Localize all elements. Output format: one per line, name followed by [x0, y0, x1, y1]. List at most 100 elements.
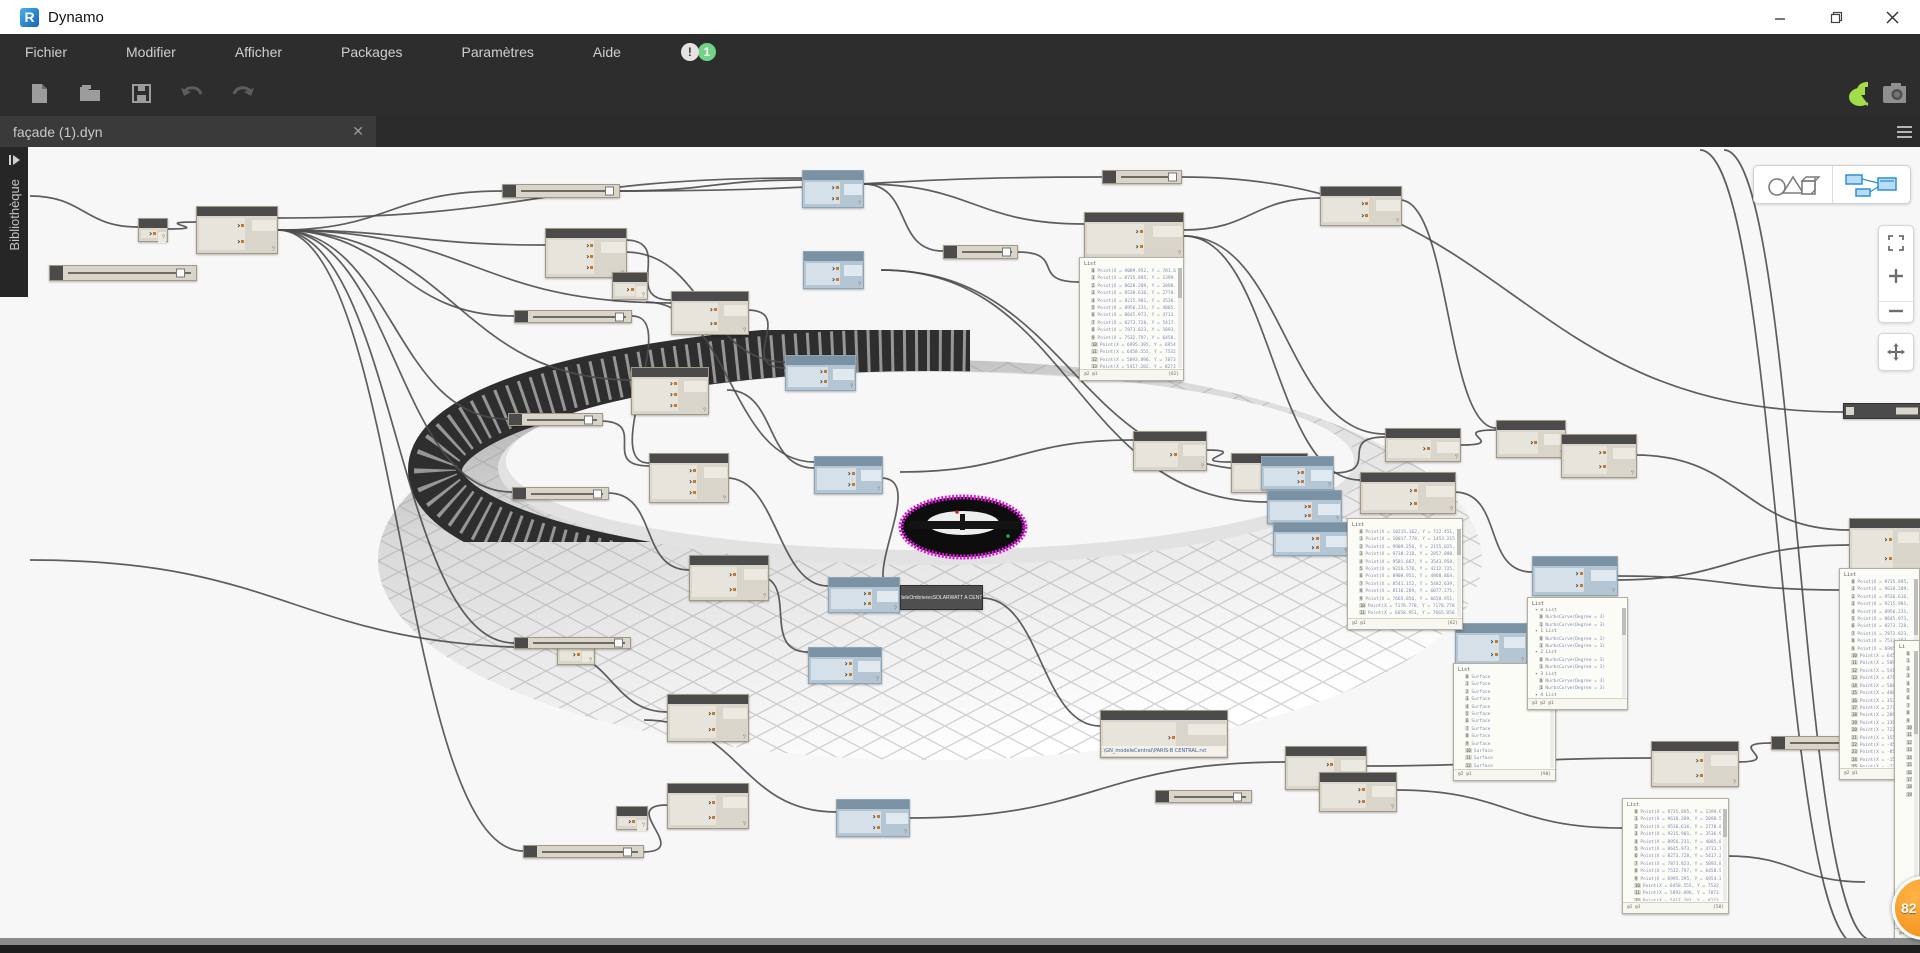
output-port[interactable]	[1425, 486, 1454, 497]
graph-node-frozen[interactable]: ›› ?	[803, 251, 864, 289]
watch-scrollbar[interactable]	[1914, 651, 1918, 927]
number-slider-node[interactable]	[943, 245, 1018, 259]
input-port[interactable]: ›	[839, 823, 881, 832]
input-port[interactable]: ›	[1276, 534, 1320, 543]
input-port[interactable]: ›	[1564, 449, 1607, 457]
pan-button[interactable]	[1879, 343, 1913, 361]
node-header[interactable]	[632, 368, 708, 377]
node-header[interactable]	[1850, 519, 1920, 528]
cloud-download-button[interactable]	[1844, 81, 1868, 106]
input-port[interactable]: ›	[1264, 468, 1305, 477]
input-port[interactable]: ›	[692, 585, 737, 594]
graph-node[interactable]: ››› ?	[649, 453, 729, 503]
input-port[interactable]: ›	[1388, 445, 1431, 453]
output-port[interactable]	[1543, 434, 1564, 445]
node-header[interactable]	[1101, 711, 1227, 720]
node-header[interactable]	[672, 292, 748, 301]
number-slider-node[interactable]	[508, 413, 603, 426]
output-port[interactable]	[601, 242, 625, 253]
output-port[interactable]	[637, 820, 646, 831]
graph-node[interactable]: › ?	[1133, 431, 1207, 471]
slider-handle[interactable]	[622, 847, 632, 856]
node-header[interactable]	[1320, 773, 1396, 782]
geometry-view-button[interactable]	[1754, 166, 1833, 203]
menu-fichier[interactable]: Fichier	[25, 44, 68, 60]
graph-node[interactable]: ›› ?	[689, 555, 769, 601]
node-header[interactable]	[803, 171, 863, 180]
node-header[interactable]	[1386, 429, 1460, 438]
output-port[interactable]	[1188, 724, 1226, 735]
output-port[interactable]	[1310, 470, 1332, 481]
number-slider-node[interactable]	[514, 637, 631, 649]
fit-to-screen-button[interactable]	[1879, 234, 1913, 251]
output-port[interactable]	[886, 813, 908, 824]
output-port[interactable]	[723, 708, 747, 719]
undo-button[interactable]	[180, 81, 204, 105]
output-port[interactable]	[1711, 755, 1737, 766]
watch-scrollbar[interactable]	[1723, 809, 1727, 901]
watch-scrollbar[interactable]	[1622, 608, 1626, 697]
tab-menu-button[interactable]	[1897, 125, 1912, 138]
input-port[interactable]: ›	[1087, 242, 1144, 251]
node-header[interactable]	[690, 556, 768, 565]
node-header[interactable]	[1134, 432, 1206, 441]
input-port[interactable]: ›	[634, 390, 678, 399]
number-slider-node[interactable]	[512, 487, 609, 500]
input-port[interactable]: ›	[674, 306, 718, 314]
node-header[interactable]	[1562, 435, 1636, 444]
graph-view-button[interactable]	[1833, 166, 1911, 203]
input-port[interactable]: ›	[788, 378, 828, 386]
input-port[interactable]: ›	[1458, 650, 1499, 659]
library-panel-collapsed[interactable]: Bibliothèque	[0, 147, 28, 297]
graph-node-frozen[interactable]: ›› ?	[785, 355, 856, 391]
node-header[interactable]	[829, 578, 899, 587]
input-port[interactable]: ›	[1264, 477, 1305, 486]
graph-node[interactable]: › ?	[612, 272, 648, 300]
input-port[interactable]: ›	[560, 651, 581, 659]
graph-node[interactable]: ›› ?	[667, 783, 749, 829]
output-port[interactable]	[833, 369, 854, 380]
graph-node[interactable]: ›› ?	[667, 694, 749, 742]
graph-node[interactable]: ›› ?	[1651, 741, 1739, 787]
input-port[interactable]: ›	[839, 812, 881, 821]
save-file-button[interactable]	[129, 81, 153, 105]
menu-modifier[interactable]: Modifier	[126, 44, 176, 60]
camera-export-button[interactable]	[1882, 81, 1906, 105]
output-port[interactable]	[157, 232, 166, 243]
graph-node[interactable]: ›› ?	[671, 291, 749, 335]
bar-port[interactable]	[1846, 407, 1854, 415]
graph-node-frozen[interactable]: ›› ?	[1267, 490, 1342, 524]
output-port[interactable]	[1341, 760, 1365, 771]
watch-scrollbar[interactable]	[1457, 529, 1461, 617]
input-port[interactable]: ›	[1564, 463, 1607, 471]
node-header[interactable]	[1361, 473, 1455, 482]
label-node[interactable]: GN_modeleOmbrieresSOLARWATT A CENTRALAIR	[900, 585, 983, 610]
node-header[interactable]	[1286, 747, 1366, 756]
input-port[interactable]: ›	[811, 660, 853, 668]
input-port[interactable]: ›	[670, 710, 716, 718]
node-header[interactable]	[786, 356, 855, 365]
input-port[interactable]: ›	[1322, 786, 1366, 794]
node-header[interactable]	[139, 219, 167, 228]
redo-button[interactable]	[231, 81, 255, 105]
graph-node[interactable]: › ?	[138, 218, 168, 243]
graph-node[interactable]: ›› ?	[1084, 212, 1184, 258]
output-port[interactable]	[635, 286, 646, 297]
slider-handle[interactable]	[614, 312, 624, 321]
graph-node-frozen[interactable]: ›› ?	[808, 647, 882, 684]
node-header[interactable]	[1652, 742, 1738, 751]
tab-facade[interactable]: façade (1).dyn ✕	[0, 116, 376, 147]
input-port[interactable]: ›	[788, 368, 828, 376]
input-port[interactable]: ›	[670, 813, 716, 822]
tab-close-icon[interactable]: ✕	[352, 123, 364, 139]
node-header[interactable]	[613, 273, 647, 282]
input-port[interactable]: ›	[1270, 502, 1312, 511]
node-header[interactable]	[197, 207, 277, 216]
input-port[interactable]: ›	[1499, 439, 1538, 447]
output-port[interactable]	[252, 220, 276, 231]
number-slider-node[interactable]	[49, 265, 197, 281]
